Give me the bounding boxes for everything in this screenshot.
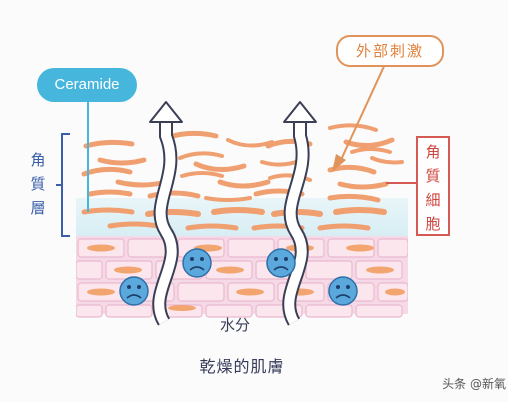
keratinocyte-char: 質 (425, 167, 441, 185)
external-stimulus-label: 外部刺激 (336, 35, 444, 67)
keratin-flakes (81, 123, 404, 231)
sad-face-icon (266, 248, 296, 278)
water-label: 水分 (219, 316, 250, 334)
keratinocyte-char: 角 (425, 143, 441, 161)
watermark: 头条 @新氧 (442, 377, 506, 391)
stratum-char: 質 (30, 175, 46, 193)
keratinocyte-label: 角 質 細 胞 (416, 136, 450, 236)
keratinocyte-char: 細 (425, 191, 441, 209)
water-arrow-icon (149, 101, 183, 326)
sad-face-icon (119, 276, 149, 306)
stimulus-arrow-icon (332, 61, 387, 172)
stratum-corneum-label: 角 質 層 (28, 148, 48, 220)
stratum-char: 角 (30, 151, 46, 169)
diagram-caption: 乾燥的肌膚 (199, 357, 285, 376)
sad-face-icon (182, 248, 212, 278)
bracket-icon (56, 133, 70, 237)
stratum-corneum-band (76, 198, 408, 236)
keratinocyte-char: 胞 (425, 215, 441, 233)
sad-face-icon (328, 276, 358, 306)
water-arrow-icon (282, 101, 317, 326)
ceramide-label: Ceramide (37, 68, 137, 102)
stratum-char: 層 (30, 199, 46, 217)
